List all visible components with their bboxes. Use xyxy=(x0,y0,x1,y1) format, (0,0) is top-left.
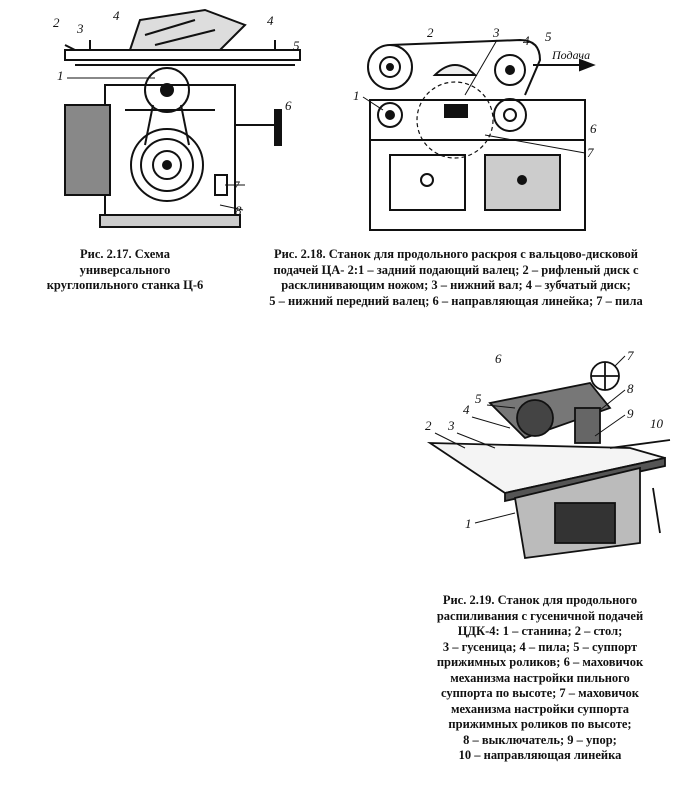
caption-line: 5 – нижний передний валец; 6 – направляю… xyxy=(269,293,643,308)
figure-2-19-drawing: 1 2 3 4 5 6 7 8 9 10 xyxy=(415,348,675,568)
figure-2-17-caption: Рис. 2.17. Схема универсального круглопи… xyxy=(25,247,225,294)
caption-line: Рис. 2.18. Станок для продольного раскро… xyxy=(273,247,639,261)
caption-line: суппорта по высоте; 7 – маховичок xyxy=(440,686,640,700)
caption-line: 10 – направляющая линейка xyxy=(458,748,622,762)
callout-4a: 4 xyxy=(113,8,120,23)
callout-2: 2 xyxy=(53,15,60,30)
callout-2: 2 xyxy=(425,418,432,433)
figure-2-18-caption: Рис. 2.18. Станок для продольного раскро… xyxy=(240,247,672,309)
callout-5: 5 xyxy=(293,38,300,53)
caption-line: ЦДК-4: 1 – станина; 2 – стол; xyxy=(457,624,623,638)
callout-4: 4 xyxy=(463,402,470,417)
caption-line: круглопильного станка Ц-6 xyxy=(46,278,204,292)
callout-2: 2 xyxy=(427,25,434,40)
callout-8: 8 xyxy=(627,381,634,396)
caption-line: подачей ЦА- 2:1 – задний подающий валец;… xyxy=(273,262,639,277)
callout-7: 7 xyxy=(587,145,594,160)
callout-1: 1 xyxy=(353,88,360,103)
callout-4: 4 xyxy=(523,33,530,48)
caption-line: универсального xyxy=(79,262,171,277)
figure-2-17-drawing: 2 3 4 4 5 1 6 7 8 xyxy=(45,5,310,235)
caption-line: Рис. 2.17. Схема xyxy=(80,247,170,261)
callout-5: 5 xyxy=(475,391,482,406)
caption-line: механизма настройки суппорта xyxy=(450,701,630,716)
callout-9: 9 xyxy=(627,406,634,421)
figure-2-18-drawing: 1 2 3 4 5 Подача 6 7 xyxy=(345,15,615,235)
caption-line: Рис. 2.19. Станок для продольного xyxy=(442,593,638,607)
callout-3: 3 xyxy=(492,25,500,40)
callout-6: 6 xyxy=(495,351,502,366)
callout-4b: 4 xyxy=(267,13,274,28)
callout-3: 3 xyxy=(447,418,455,433)
callout-1: 1 xyxy=(57,68,64,83)
caption-line: расклинивающим ножом; 3 – нижний вал; 4 … xyxy=(281,278,631,292)
figure-2-19-caption: Рис. 2.19. Станок для продольного распил… xyxy=(410,593,670,764)
callout-10: 10 xyxy=(650,416,664,431)
callout-1: 1 xyxy=(465,516,472,531)
caption-line: распиливания с гусеничной подачей xyxy=(436,608,644,623)
callout-7: 7 xyxy=(627,348,634,363)
caption-line: механизма настройки пильного xyxy=(450,670,630,685)
feed-label: Подача xyxy=(551,48,590,62)
caption-line: 8 – выключатель; 9 – упор; xyxy=(463,732,617,747)
caption-line: прижимных роликов; 6 – маховичок xyxy=(436,655,644,669)
callout-5: 5 xyxy=(545,29,552,44)
callout-6: 6 xyxy=(285,98,292,113)
caption-line: 3 – гусеница; 4 – пила; 5 – суппорт xyxy=(442,639,638,654)
callout-6: 6 xyxy=(590,121,597,136)
callout-8: 8 xyxy=(235,203,242,218)
caption-line: прижимных роликов по высоте; xyxy=(448,717,632,731)
callout-3: 3 xyxy=(76,21,84,36)
